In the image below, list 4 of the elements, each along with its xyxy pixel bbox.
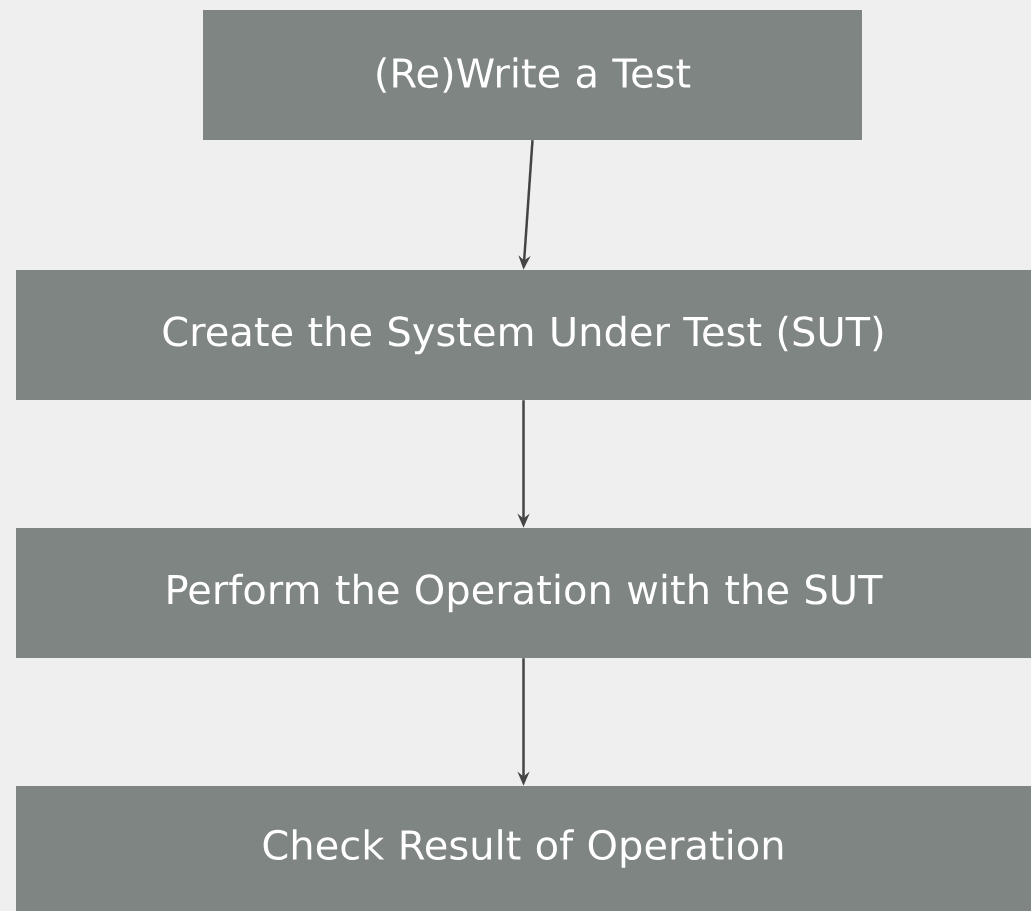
process-box: Check Result of Operation xyxy=(16,786,1031,911)
process-box: (Re)Write a Test xyxy=(203,10,862,140)
process-box: Perform the Operation with the SUT xyxy=(16,528,1031,658)
process-box: Create the System Under Test (SUT) xyxy=(16,270,1031,400)
